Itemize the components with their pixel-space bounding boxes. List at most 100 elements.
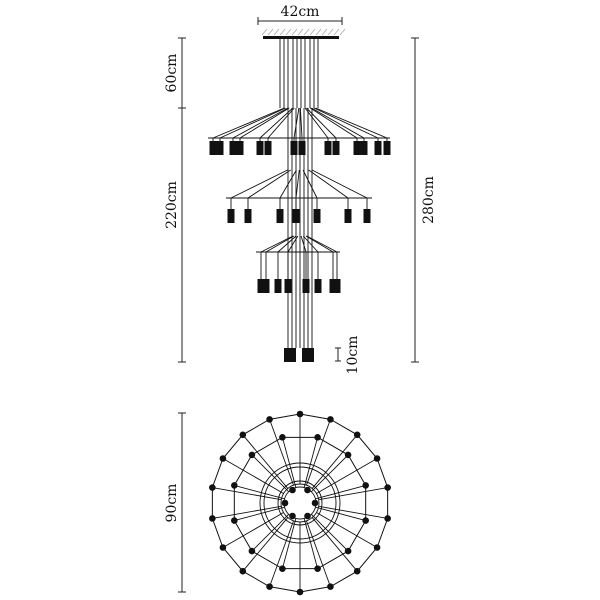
cable xyxy=(219,107,286,139)
lamp-dot xyxy=(266,416,273,423)
lamp-dot xyxy=(289,486,296,494)
lamp xyxy=(276,209,284,223)
lamp-dot xyxy=(327,416,334,423)
cable xyxy=(259,107,294,139)
lamp-dot xyxy=(231,517,238,524)
lamp xyxy=(353,141,361,155)
lamp-tier xyxy=(226,169,372,223)
cable xyxy=(300,235,307,253)
cable xyxy=(308,169,349,199)
cable xyxy=(313,107,379,139)
lamp-dot xyxy=(314,434,321,441)
lamp-dot xyxy=(344,451,352,459)
ceiling-canopy xyxy=(263,36,339,39)
cable xyxy=(277,235,297,253)
lamp-dot xyxy=(279,565,286,572)
lamp xyxy=(284,348,296,362)
lamp xyxy=(360,141,368,155)
lamp xyxy=(383,141,391,155)
lamp xyxy=(324,141,332,155)
lamp-dot xyxy=(373,544,381,551)
spoke xyxy=(318,505,388,519)
spoke xyxy=(212,487,282,501)
lamp-dot xyxy=(314,565,321,572)
dim-90-label: 90cm xyxy=(164,484,180,523)
lamp-dot xyxy=(304,512,311,520)
lamp-dot xyxy=(362,517,369,524)
spoke xyxy=(303,437,319,488)
lamp-dot xyxy=(353,431,361,439)
lamp xyxy=(236,141,244,155)
dimension-lines: 42cm 60cm 220cm 280cm 10cm 90cm xyxy=(164,4,437,593)
hub-ring xyxy=(283,486,317,520)
lamp xyxy=(344,209,352,223)
hatch xyxy=(333,28,340,36)
cable xyxy=(310,107,358,139)
dim-60-label: 60cm xyxy=(164,54,180,93)
cable xyxy=(299,107,303,139)
side-elevation xyxy=(208,28,391,362)
lamp xyxy=(209,141,217,155)
lamp xyxy=(257,279,265,293)
spoke xyxy=(310,513,349,552)
lamp xyxy=(333,279,341,293)
spoke xyxy=(269,419,294,486)
lamp-dot xyxy=(231,482,238,489)
hatch xyxy=(297,28,304,36)
spoke xyxy=(222,512,284,548)
hatch xyxy=(321,28,328,36)
cable xyxy=(279,169,297,199)
spoke xyxy=(234,506,285,522)
cable xyxy=(304,107,329,139)
spoke xyxy=(234,484,285,500)
lamp-dot xyxy=(353,567,361,575)
spoke xyxy=(212,505,282,519)
lamp xyxy=(284,279,292,293)
dim-10-label: 10cm xyxy=(345,336,361,375)
lamp xyxy=(229,141,237,155)
lamp-dot xyxy=(296,588,304,596)
lamp xyxy=(227,209,235,223)
spoke xyxy=(315,484,366,500)
lamp-dot xyxy=(362,482,369,489)
spoke xyxy=(251,454,290,493)
cable xyxy=(311,169,368,199)
spoke xyxy=(269,520,294,587)
lamp-dot xyxy=(209,515,216,522)
lamp xyxy=(262,279,270,293)
lamp-dot xyxy=(239,431,247,439)
lamp xyxy=(302,279,310,293)
cable xyxy=(305,235,334,253)
cable xyxy=(302,169,318,199)
lamp xyxy=(216,141,224,155)
spoke xyxy=(316,458,378,494)
lamp xyxy=(313,209,321,223)
hatch xyxy=(267,28,274,36)
spoke xyxy=(306,520,331,587)
lamp xyxy=(329,279,337,293)
cable xyxy=(287,235,299,253)
cable xyxy=(315,107,388,139)
cable xyxy=(267,107,295,139)
lamp-dot xyxy=(239,567,247,575)
spoke xyxy=(311,434,358,489)
hatch xyxy=(273,28,280,36)
hatch xyxy=(291,28,298,36)
lamp-dot xyxy=(248,547,256,555)
spoke xyxy=(242,434,289,489)
lamp xyxy=(314,279,322,293)
spoke xyxy=(242,517,289,572)
lamp xyxy=(363,209,371,223)
lamp-dot xyxy=(289,512,296,520)
spoke xyxy=(316,512,378,548)
lamp xyxy=(256,141,264,155)
lamp-dot xyxy=(219,544,227,551)
spoke xyxy=(251,513,290,552)
cable xyxy=(260,235,294,253)
spoke xyxy=(310,454,349,493)
lamp xyxy=(274,279,282,293)
hatch xyxy=(315,28,322,36)
lamp xyxy=(298,141,306,155)
lamp-tier xyxy=(208,107,391,155)
cable xyxy=(306,107,337,139)
